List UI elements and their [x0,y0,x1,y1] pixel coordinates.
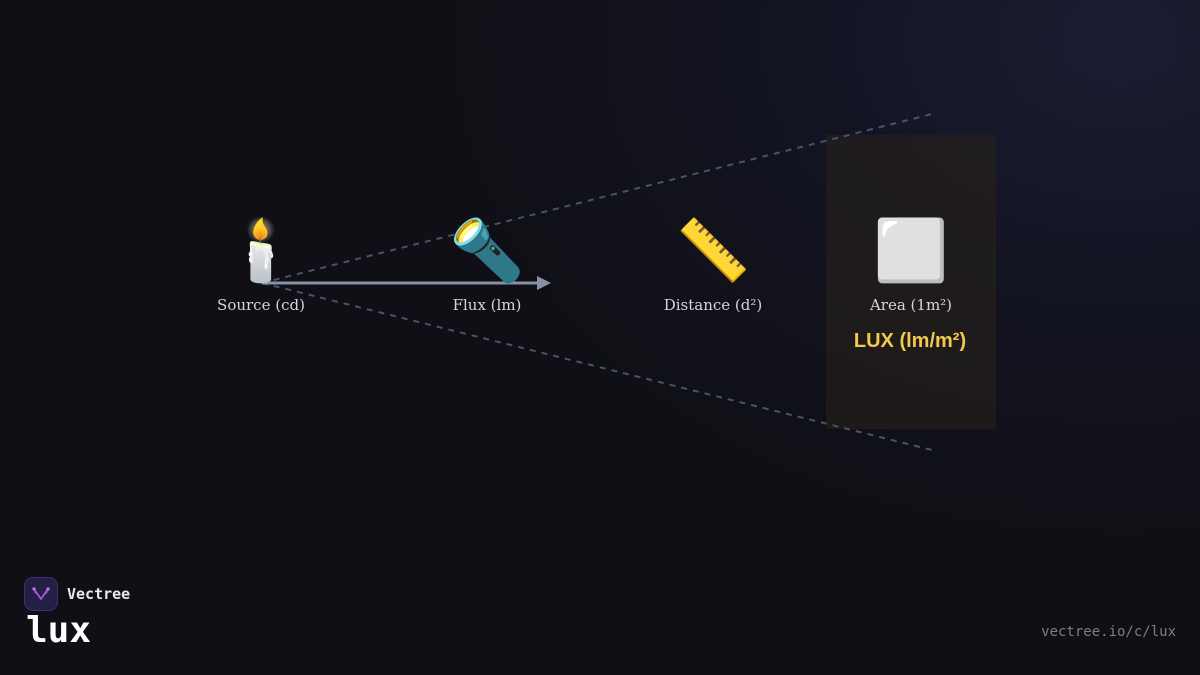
flux-arrow-head [537,276,551,290]
distance-item: 📏 Distance (d²) [633,218,793,314]
white-square-icon: ⬜ [873,216,949,286]
brand-header: Vectree [24,577,130,611]
vectree-logo-icon [24,577,58,611]
candle-icon: 🕯️ [223,216,299,286]
product-title: lux [26,610,92,651]
source-item: 🕯️ Source (cd) [181,218,341,314]
distance-label: Distance (d²) [663,296,763,314]
ruler-icon: 📏 [675,216,751,286]
source-label: Source (cd) [217,296,305,314]
flux-item: 🔦 Flux (lm) [407,218,567,314]
area-highlight [826,135,996,429]
area-label: Area (1m²) [869,296,953,314]
brand-name: Vectree [67,585,131,603]
flux-label: Flux (lm) [452,296,522,314]
cone-upper-edge [261,112,937,284]
page-url-link[interactable]: vectree.io/c/lux [1041,624,1176,640]
lux-result-label: LUX (lm/m²) [853,330,967,352]
cone-lower-edge [261,282,937,452]
flashlight-icon: 🔦 [449,216,525,286]
area-item: ⬜ Area (1m²) [831,218,991,314]
